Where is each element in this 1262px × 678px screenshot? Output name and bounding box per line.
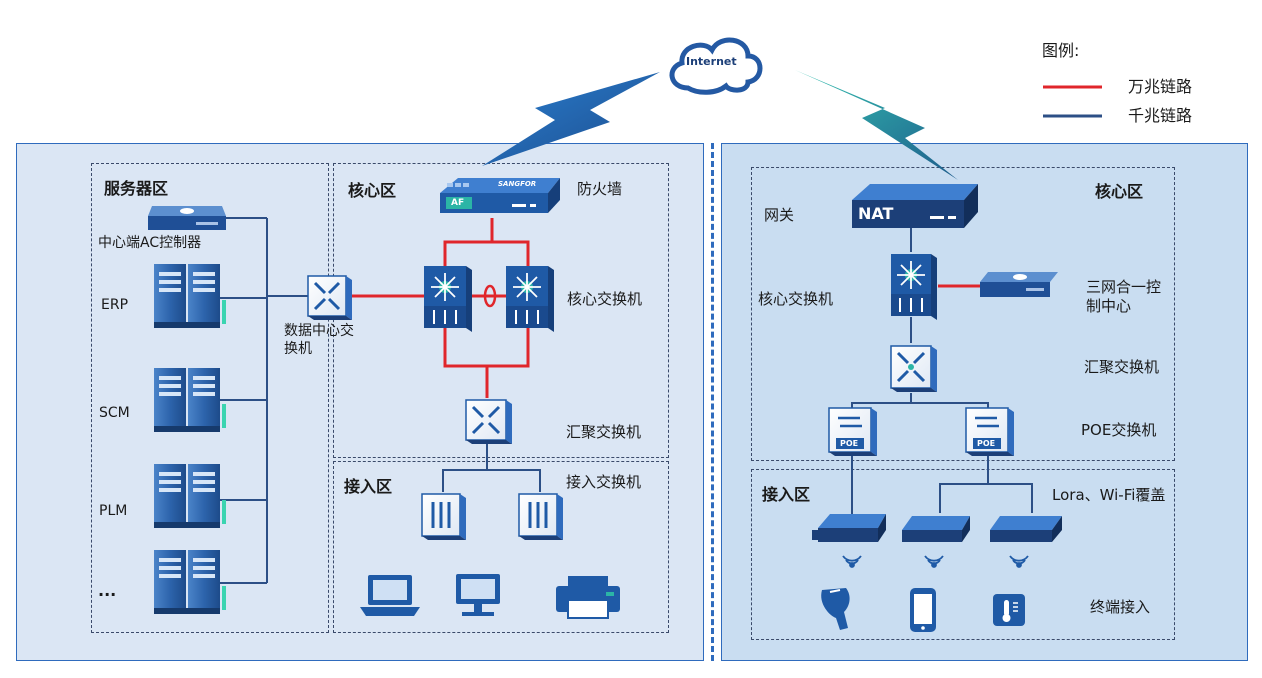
- right-core-zone-box: [751, 167, 1175, 461]
- panel-divider: [711, 143, 714, 661]
- datacenter-switch-label: 数据中心交换机: [284, 323, 354, 357]
- server-rack-plm: [154, 464, 226, 528]
- terminal-access-label: 终端接入: [1090, 598, 1151, 616]
- server-bus-links: [220, 217, 308, 584]
- poe-switch-1: [828, 407, 877, 456]
- legend-10g-label: 万兆链路: [1128, 77, 1193, 96]
- access-switch-label: 接入交换机: [566, 473, 642, 491]
- legend-title: 图例:: [1042, 41, 1080, 60]
- access-zone-box: [333, 461, 669, 633]
- access-switch-2: [518, 493, 563, 540]
- control-center-label-2: 制中心: [1086, 297, 1132, 315]
- thermometer-sensor-icon: [993, 594, 1025, 626]
- core-switch-label: 核心交换机: [567, 290, 643, 308]
- server-label-erp: ERP: [101, 297, 129, 313]
- firewall-device: [440, 178, 560, 213]
- firewall-badge: AF: [451, 198, 465, 208]
- right-core-switch-label: 核心交换机: [758, 290, 834, 308]
- core-switch-left-a: [424, 266, 472, 332]
- gateway-label: 网关: [764, 206, 795, 224]
- control-center-device: [980, 272, 1058, 297]
- right-agg-switch-label: 汇聚交换机: [1084, 358, 1160, 376]
- access-switch-1: [421, 493, 466, 540]
- link-aggregation-ring: [483, 284, 497, 308]
- core-10g-links: [352, 218, 530, 398]
- wifi-signal-icon-1: [842, 555, 862, 568]
- access-zone-title: 接入区: [344, 477, 393, 496]
- legend-1g-label: 千兆链路: [1128, 106, 1193, 125]
- access-links-left: [442, 443, 541, 492]
- right-access-zone-title: 接入区: [762, 485, 811, 504]
- server-label-scm: SCM: [99, 405, 130, 421]
- agg-switch-right: [890, 345, 937, 392]
- right-core-zone-title: 核心区: [1095, 182, 1144, 201]
- left-network-panel: [16, 143, 704, 661]
- nat-gateway-device: [852, 184, 978, 228]
- wifi-signal-icon-2: [924, 555, 944, 568]
- server-zone-box: [91, 163, 329, 633]
- core-switch-right: [891, 254, 937, 320]
- ac-controller-label: 中心端AC控制器: [98, 235, 202, 251]
- internet-cloud-icon: [669, 37, 763, 95]
- server-rack-erp: [154, 264, 226, 328]
- poe-badge-1: POE: [840, 439, 859, 448]
- poe-badge-2: POE: [977, 439, 996, 448]
- server-rack-more: [154, 550, 226, 614]
- server-rack-scm: [154, 368, 226, 432]
- server-label-plm: PLM: [99, 503, 128, 519]
- server-zone-title: 服务器区: [104, 179, 169, 198]
- desktop-computer-icon: [456, 574, 500, 616]
- access-point-1: [812, 514, 886, 542]
- right-blue-links: [851, 228, 1033, 520]
- control-center-label-1: 三网合一控: [1086, 278, 1162, 296]
- poe-switch-2: [965, 407, 1014, 456]
- access-point-3: [990, 516, 1062, 542]
- agg-switch-label: 汇聚交换机: [566, 423, 642, 441]
- wifi-signal-icon-3: [1009, 555, 1029, 568]
- core-switch-left-b: [506, 266, 554, 332]
- coverage-label: Lora、Wi-Fi覆盖: [1052, 486, 1166, 504]
- laptop-icon: [360, 575, 420, 616]
- poe-switch-label: POE交换机: [1081, 421, 1157, 439]
- agg-switch-left: [465, 399, 512, 444]
- internet-link-right: [795, 70, 958, 180]
- firewall-label: 防火墙: [577, 180, 623, 198]
- datacenter-switch-device: [307, 275, 352, 320]
- ac-controller-device: [148, 206, 226, 230]
- firewall-brand: SANGFOR: [498, 180, 537, 188]
- nat-badge: NAT: [858, 204, 894, 223]
- access-point-2: [902, 516, 970, 542]
- server-label-more: ...: [98, 581, 117, 600]
- barcode-scanner-icon: [821, 588, 850, 630]
- right-access-zone-box: [751, 469, 1175, 640]
- printer-icon: [556, 576, 620, 619]
- smartphone-icon: [910, 588, 936, 632]
- internet-link-left: [482, 72, 660, 166]
- core-zone-title: 核心区: [348, 181, 397, 200]
- internet-label: Internet: [686, 55, 737, 68]
